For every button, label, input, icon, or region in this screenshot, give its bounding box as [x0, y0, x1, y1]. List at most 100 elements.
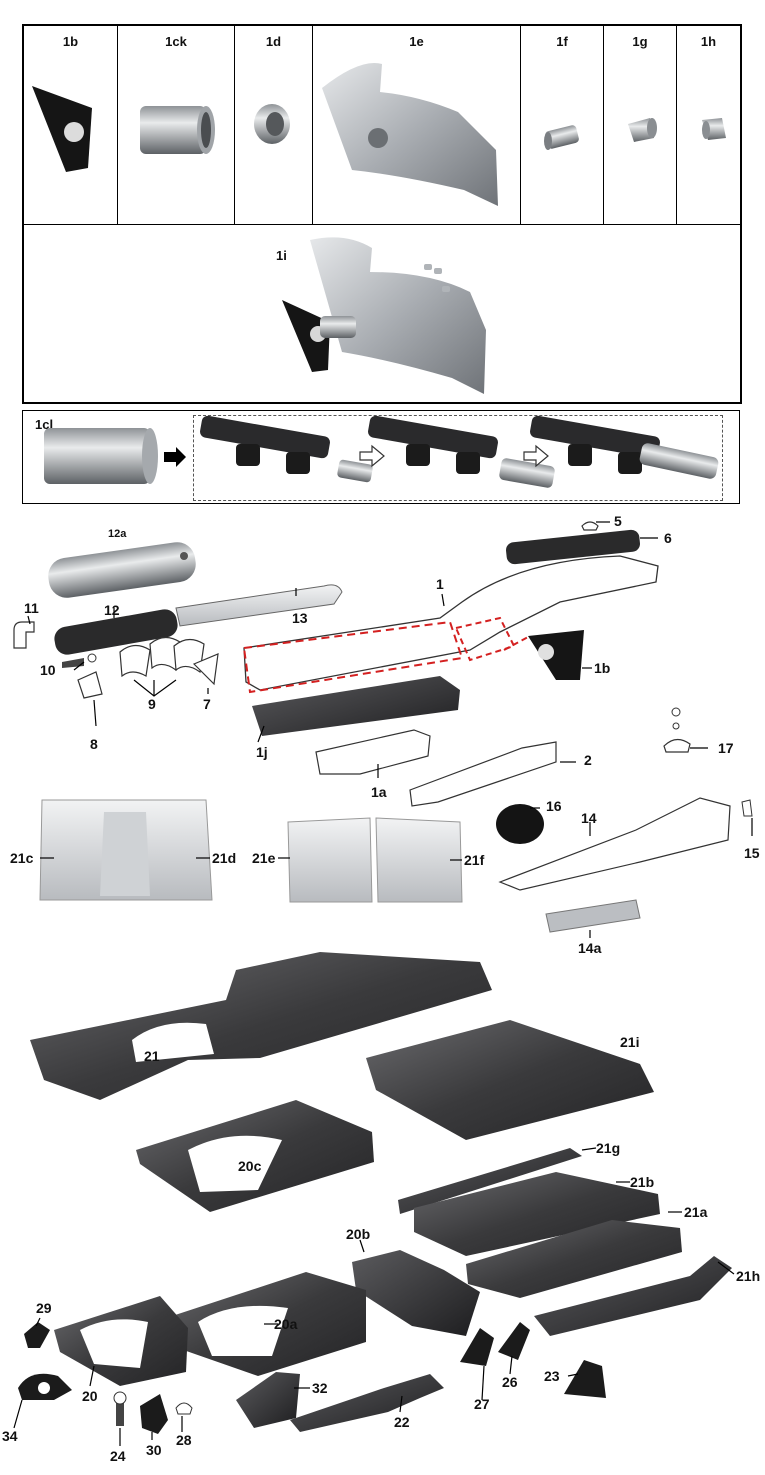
- callout-21h: 21h: [736, 1268, 761, 1284]
- part-27-image: [460, 1328, 494, 1366]
- part-11-image: [13, 621, 35, 649]
- callout-34: 34: [2, 1428, 18, 1444]
- part-21a-image: [466, 1220, 682, 1298]
- part-26-image: [498, 1322, 530, 1360]
- callout-10: 10: [40, 662, 56, 678]
- cell-label-1b: 1b: [62, 34, 79, 49]
- part-21c-21d-image: [39, 799, 213, 901]
- callout-32: 32: [312, 1380, 328, 1396]
- part-1d-image: [254, 104, 290, 144]
- callout-11: 11: [24, 600, 39, 616]
- retrofit-arrow-icon: [164, 447, 186, 467]
- callout-21f: 21f: [464, 852, 485, 868]
- callout-20b: 20b: [346, 1226, 371, 1242]
- part-24-image: [113, 1391, 127, 1426]
- part-28-image: [175, 1402, 193, 1415]
- cell-1h: 1h: [677, 26, 740, 224]
- callout-20a: 20a: [274, 1316, 298, 1332]
- part-21b-image: [414, 1172, 660, 1256]
- cell-label-1d: 1d: [265, 34, 282, 49]
- leader-lines: [13, 521, 753, 1446]
- retrofit-tube-image: [44, 428, 158, 484]
- callout-5: 5: [614, 513, 622, 529]
- part-20-image: [54, 1296, 188, 1386]
- callout-21g: 21g: [596, 1140, 621, 1156]
- cell-1d: 1d: [235, 26, 313, 224]
- part-21-image: [30, 952, 492, 1100]
- retrofit-step-2-image: [368, 415, 555, 488]
- callout-21d: 21d: [212, 850, 237, 866]
- part-1e-image: [322, 63, 498, 206]
- part-1f-image: [544, 125, 579, 150]
- assembly-label-1i: 1i: [276, 248, 287, 263]
- cell-label-1ck: 1ck: [165, 34, 187, 49]
- part-1b-image: [32, 86, 92, 172]
- callout-7: 7: [203, 696, 211, 712]
- retrofit-hollow-arrow-icon-2: [523, 444, 549, 468]
- callout-1b: 1b: [594, 660, 611, 676]
- part-12a-image: [48, 542, 196, 598]
- part-21i-image: [366, 1020, 654, 1140]
- part-23-image: [564, 1360, 606, 1398]
- callout-14: 14: [581, 810, 597, 826]
- part-13-image: [175, 584, 343, 627]
- callout-1: 1: [436, 576, 444, 592]
- callout-20: 20: [82, 1388, 98, 1404]
- part-17-image: [663, 707, 691, 753]
- cell-label-1f: 1f: [556, 34, 568, 49]
- part-7-image: [192, 653, 219, 686]
- cell-1ck: 1ck: [118, 26, 235, 224]
- part-1h-image: [702, 118, 726, 140]
- part-21e-21f-image: [287, 817, 463, 903]
- part-22-image: [290, 1374, 444, 1432]
- part-1a-image: [315, 729, 431, 775]
- part-30-image: [140, 1394, 168, 1434]
- part-1ck-image: [140, 106, 215, 154]
- part-21g-image: [398, 1148, 582, 1214]
- part-20c-image: [136, 1100, 374, 1212]
- cell-1e: 1e: [313, 26, 521, 224]
- callout-6: 6: [664, 530, 672, 546]
- callout-21: 21: [144, 1048, 160, 1064]
- part-1-image: [242, 555, 659, 694]
- callout-21e: 21e: [252, 850, 276, 866]
- callout-30: 30: [146, 1442, 162, 1458]
- part-12-image: [54, 609, 178, 655]
- retrofit-step-1-image: [200, 415, 373, 483]
- part-20b-image: [352, 1250, 480, 1336]
- callout-21b: 21b: [630, 1174, 655, 1190]
- cell-1f: 1f: [521, 26, 604, 224]
- callout-13: 13: [292, 610, 308, 626]
- callout-26: 26: [502, 1374, 518, 1390]
- part-34-image: [18, 1373, 72, 1400]
- callout-1j: 1j: [256, 744, 268, 760]
- callout-14a: 14a: [578, 940, 602, 956]
- table-row-1: 1b 1ck 1d 1e 1f 1g 1h: [24, 26, 740, 225]
- callout-28: 28: [176, 1432, 192, 1448]
- part-6-image: [506, 529, 640, 565]
- retrofit-box: 1cl: [22, 410, 740, 504]
- callout-21c: 21c: [10, 850, 34, 866]
- callout-12a: 12a: [108, 528, 127, 540]
- retrofit-step-3-image: [530, 415, 719, 479]
- cell-label-1e: 1e: [409, 34, 424, 49]
- callout-29: 29: [36, 1300, 52, 1316]
- part-2-image: [409, 741, 557, 807]
- callout-21i: 21i: [620, 1034, 640, 1050]
- callout-15: 15: [744, 845, 760, 861]
- part-21h-image: [534, 1256, 732, 1336]
- callout-22: 22: [394, 1414, 410, 1430]
- callout-2: 2: [584, 752, 592, 768]
- part-1i-assembly-image: [282, 237, 486, 394]
- cell-1g: 1g: [604, 26, 677, 224]
- part-5-image: [581, 521, 599, 531]
- part-14-image: [498, 797, 731, 891]
- callout-24: 24: [110, 1448, 126, 1464]
- retrofit-hollow-arrow-icon-1: [359, 444, 385, 468]
- part-16-image: [496, 804, 544, 844]
- callout-8: 8: [90, 736, 98, 752]
- callout-12: 12: [104, 602, 120, 618]
- cell-label-1g: 1g: [632, 34, 648, 49]
- part-10-image: [62, 653, 97, 668]
